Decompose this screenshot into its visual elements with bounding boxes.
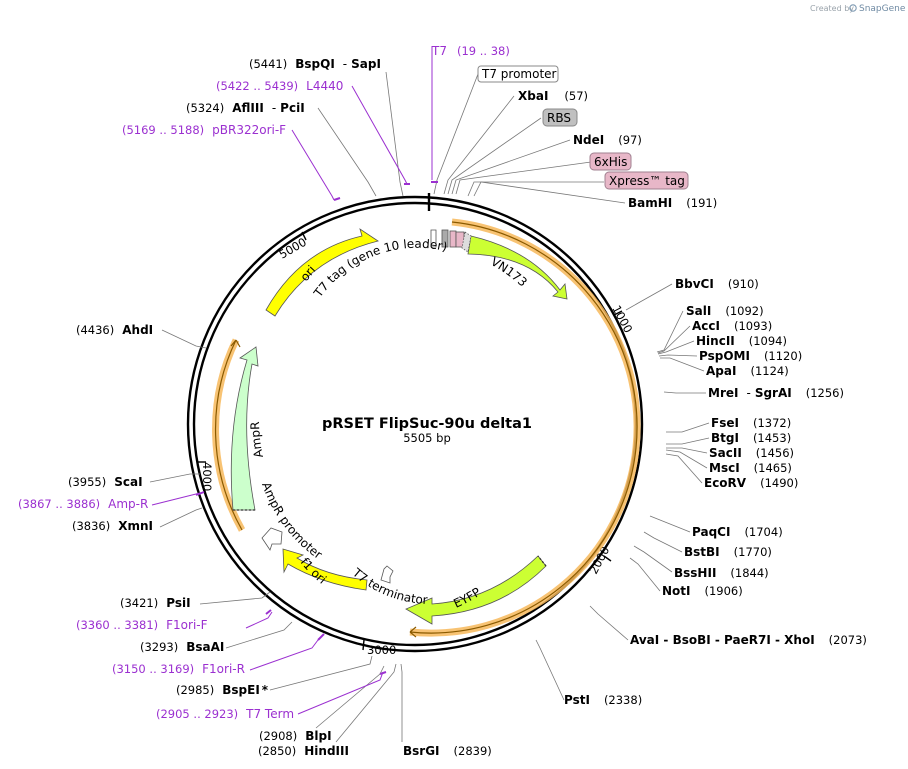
site-bstbi: BstBI(1770) [684,545,772,559]
feature-rbs-icon [441,229,449,248]
snapgene-logo-icon [849,4,857,12]
primer-amp-r: (3867 .. 3886)Amp-R [18,497,148,511]
credit-prefix: Created by [810,4,854,13]
plasmid-name: pRSET FlipSuc-90u delta1 [322,416,532,432]
rbs-label: RBS [547,111,571,125]
rbs-box [542,108,578,127]
xpress-box [604,171,689,190]
site-pspomi: PspOMI(1120) [699,349,802,363]
feature-label-ampr: AmpR [248,421,266,459]
site-bsaai: (3293)BsaAI [140,640,224,654]
site-sali: SalI(1092) [686,304,764,318]
site-psti: PstI(2338) [564,693,642,707]
site-ecorv: EcoRV(1490) [704,476,798,490]
site-btgi: BtgI(1453) [711,431,791,445]
site-xbai: XbaI(57) [518,89,588,103]
site-msci: MscI(1465) [709,461,792,475]
site-blpi: (2908)BlpI [259,729,332,743]
plasmid-length: 5505 bp [403,431,451,445]
6xhis-label: 6xHis [594,155,627,169]
t7-promoter-box [477,65,559,83]
xpress-label: Xpress™ tag [609,174,685,188]
credit-brand: SnapGene [859,4,906,14]
feature-ori [265,228,379,317]
site-hindiii: (2850)HindIII [258,744,349,758]
feature-eyfp [405,555,547,625]
site-acci: AccI(1093) [692,319,772,333]
site-apai: ApaI(1124) [706,364,789,378]
site-ndei: NdeI(97) [573,133,642,147]
feature-t7tag-icon [461,231,472,253]
site-bbvci: BbvCI(910) [675,277,759,291]
primer-f1ori-f: (3360 .. 3381)F1ori-F [76,618,208,632]
tick-label-4000: 4000 [200,462,214,491]
site-mrei-sgrai: MreI-SgrAI(1256) [708,386,844,400]
feature-6xhis-icon [449,230,457,248]
site-afliii-pcii: (5324)AflIII-PciI [186,101,305,115]
site-besshii: BssHII(1844) [674,566,769,580]
site-paqci: PaqCI(1704) [692,525,783,539]
feature-t7-terminator-icon [380,565,394,584]
site-noti: NotI(1906) [662,584,743,598]
primer-l4440: (5422 .. 5439)L4440 [216,79,343,93]
primer-t7: T7(19 .. 38) [431,44,510,58]
orf-line-ampr [214,339,243,531]
t7-promoter-label: T7 promoter [481,67,557,81]
site-avai-group: AvaI - BsoBI - PaeR7I - XhoI(2073) [630,633,867,647]
site-bspqi-sapi: (5441)BspQI-SapI [249,57,381,71]
primer-pbr322ori-f: (5169 .. 5188)pBR322ori-F [122,123,286,137]
orf-arrowhead-icon [409,626,417,638]
site-bamhi: BamHI(191) [628,196,717,210]
feature-label-amppromoter: AmpR promoter [259,480,325,562]
site-scai: (3955)ScaI [68,475,143,489]
site-ahdi: (4436)AhdI [76,323,153,337]
site-fsei: FseI(1372) [711,416,791,430]
feature-t7-promoter-icon [430,229,437,248]
site-xmni: (3836)XmnI [72,519,153,533]
backbone-outer [186,195,644,653]
orf-line-main [409,221,638,634]
site-bspei: (2985)BspEI* [176,683,269,697]
6xhis-box [589,152,632,171]
feature-ampr [230,346,259,511]
tick-3000: 3000 [362,639,396,657]
primer-f1ori-r: (3150 .. 3169)F1ori-R [112,662,245,676]
site-hincii: HincII(1094) [696,334,787,348]
feature-vn173 [467,235,568,300]
site-bsrgi: BsrGI(2839) [403,744,492,758]
feature-ampr-promoter-icon [261,527,283,551]
primer-t7-term: (2905 .. 2923)T7 Term [156,707,294,721]
site-sacii: SacII(1456) [709,446,794,460]
tick-4000: 4000 [198,461,214,491]
orf-arrowhead-ampr-icon [230,339,241,348]
tick-5000: 5000 [277,231,309,262]
site-psii: (3421)PsiI [120,596,191,610]
feature-f1-ori [282,548,368,591]
tick-label-3000: 3000 [367,643,396,657]
